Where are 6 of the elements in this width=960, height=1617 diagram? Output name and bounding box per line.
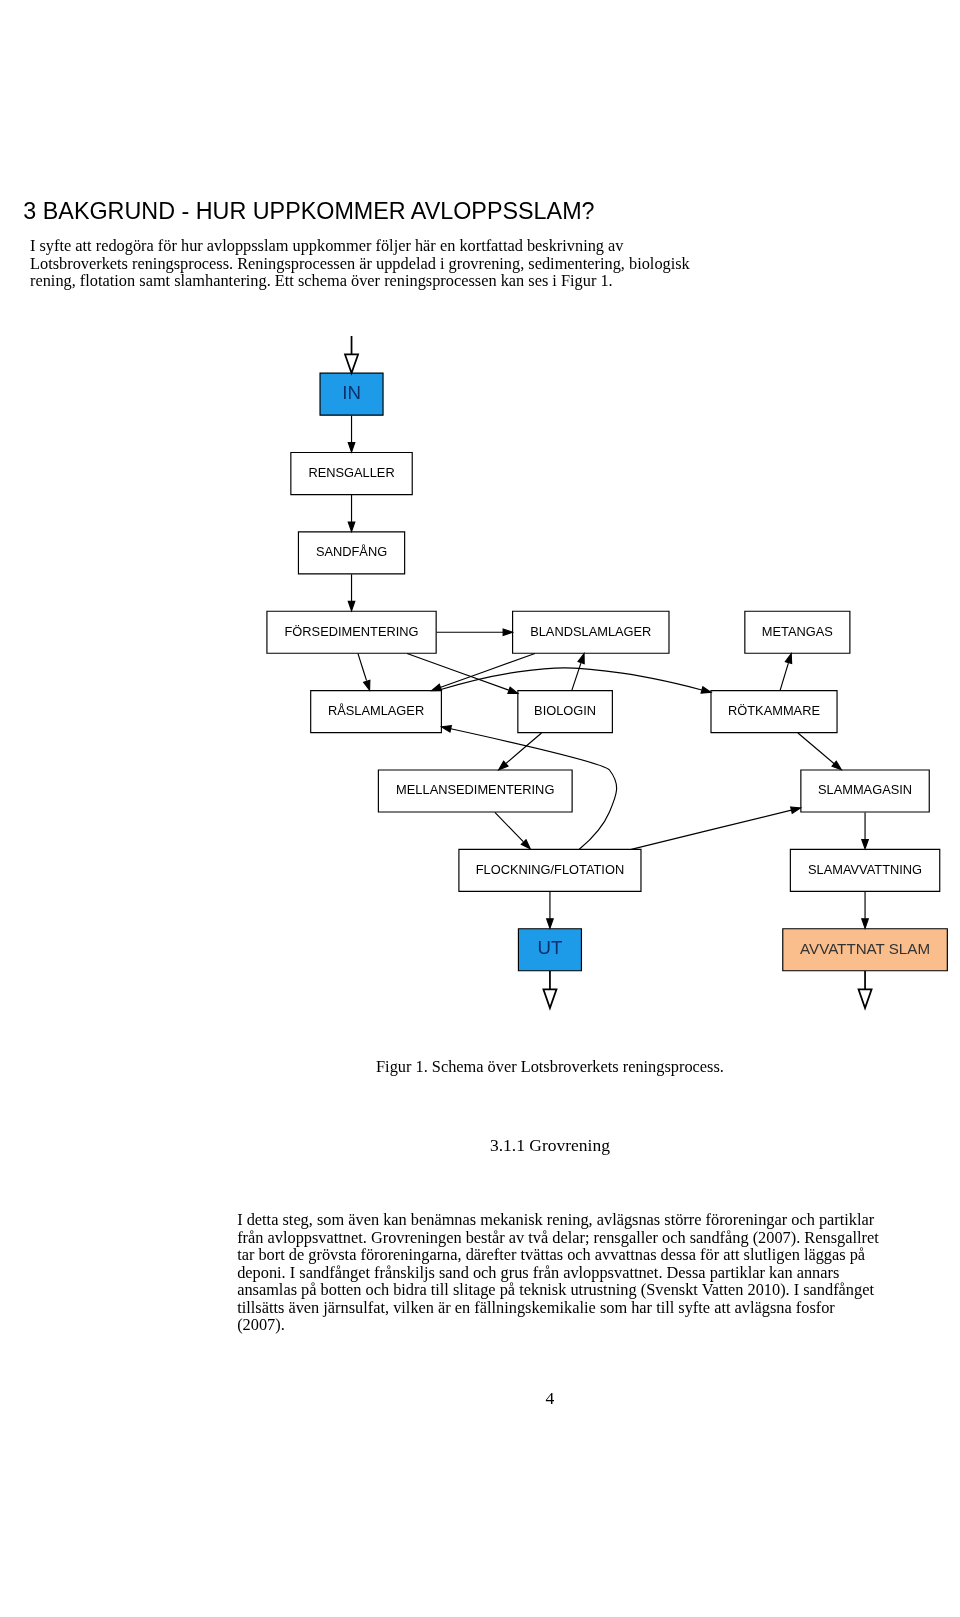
- label: I detta steg, som även kan benämnas mekanisk rening, avlägsnas större föroreningar och partiklar från avloppsvattnet. Grovreningen består av två delar; rensgaller och sandfång (2007). Rensgallret tar bort de grövsta föroreningarna, därefter tvättas och avvattnas dessa för att slutligen läggas på deponi. I sandfånget frånskiljs sand och grus från avloppsvattnet. Dessa partiklar kan annars ansamlas på botten och bidra till slitage på teknisk utrustning (Svenskt Vatten 2010). I sandfånget tillsätts även järnsulfat, vilken är en fällningskemikalie som har till syfte att avlägsna fosfor (2007).: [236, 1210, 879, 1335]
- label: I syfte att redogöra för hur avloppsslam uppkommer följer här en kortfattad beskrivning av Lotsbroverkets reningsprocess. Reningsprocessen är uppdelad i grovrening, sedimentering, biologisk rening, flotation samt slamhantering. Ett schema över reningsprocessen kan ses i Figur 1.: [29, 236, 690, 291]
- label: 4: [545, 1387, 554, 1408]
- diagram-title: 3 BAKGRUND - HUR UPPKOMMER AVLOPPSSLAM?: [22, 198, 595, 225]
- caption: Figur 1. Schema över Lotsbroverkets reningsprocess.: [375, 1056, 724, 1076]
- label: 3.1.1 Grovrening: [489, 1134, 610, 1155]
